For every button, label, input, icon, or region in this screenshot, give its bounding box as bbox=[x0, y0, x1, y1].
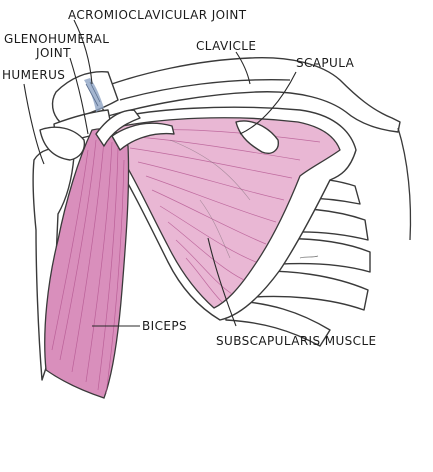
label-acromioclavicular-joint: ACROMIOCLAVICULAR JOINT bbox=[68, 8, 247, 22]
ac-joint-shading bbox=[84, 78, 104, 112]
biceps-muscle bbox=[44, 128, 130, 399]
labels: ACROMIOCLAVICULAR JOINT GLENOHUMERAL JOI… bbox=[2, 8, 377, 348]
coracoid-process bbox=[235, 120, 279, 154]
label-glenohumeral-line1: GLENOHUMERAL bbox=[4, 32, 109, 46]
leader-subscapularis bbox=[207, 237, 237, 327]
label-scapula: SCAPULA bbox=[296, 56, 355, 70]
label-biceps: BICEPS bbox=[142, 319, 187, 333]
leader-acromioclavicular bbox=[73, 19, 93, 85]
leader-glenohumeral bbox=[69, 57, 89, 135]
leader-clavicle bbox=[235, 51, 251, 85]
label-glenohumeral-line2: JOINT bbox=[35, 46, 71, 60]
biceps-tendons bbox=[95, 109, 175, 151]
clavicle-bone bbox=[89, 56, 401, 133]
label-humerus: HUMERUS bbox=[2, 68, 65, 82]
label-subscapularis-muscle: SUBSCAPULARIS MUSCLE bbox=[216, 334, 377, 348]
rib-5 bbox=[223, 299, 331, 347]
artist-mark bbox=[299, 255, 319, 259]
label-clavicle: CLAVICLE bbox=[196, 39, 256, 53]
clavicle-ridge bbox=[119, 79, 291, 101]
sternum-edge bbox=[397, 127, 412, 241]
leader-lines bbox=[23, 19, 297, 327]
leader-humerus bbox=[23, 83, 45, 165]
subscapularis-muscle bbox=[111, 117, 341, 309]
humeral-head bbox=[39, 126, 86, 161]
leader-scapula bbox=[239, 71, 297, 135]
